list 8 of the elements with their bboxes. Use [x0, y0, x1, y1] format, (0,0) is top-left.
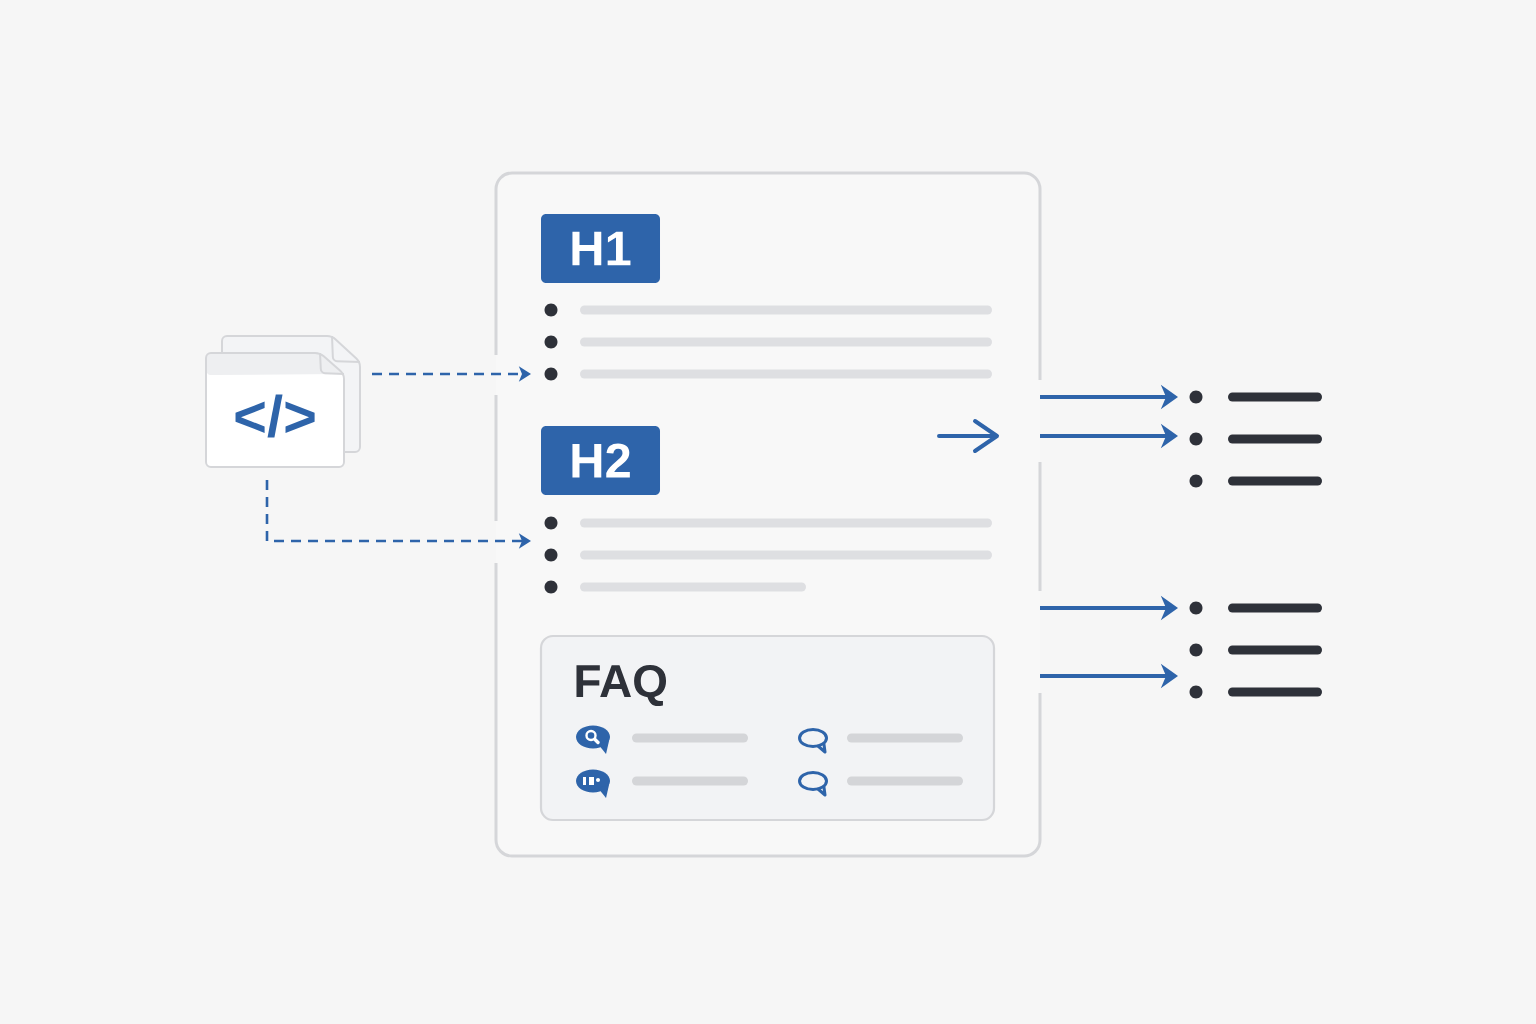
- code-file: </>: [205, 335, 361, 468]
- heading-tag: H1: [541, 214, 660, 283]
- bullet-list: [1189, 601, 1322, 699]
- bullet-list: [544, 516, 992, 594]
- heading-tag: H2: [541, 426, 660, 495]
- bullet-list: [1189, 390, 1322, 488]
- bullet-list: [544, 303, 992, 381]
- section-panel: FAQ: [539, 634, 996, 822]
